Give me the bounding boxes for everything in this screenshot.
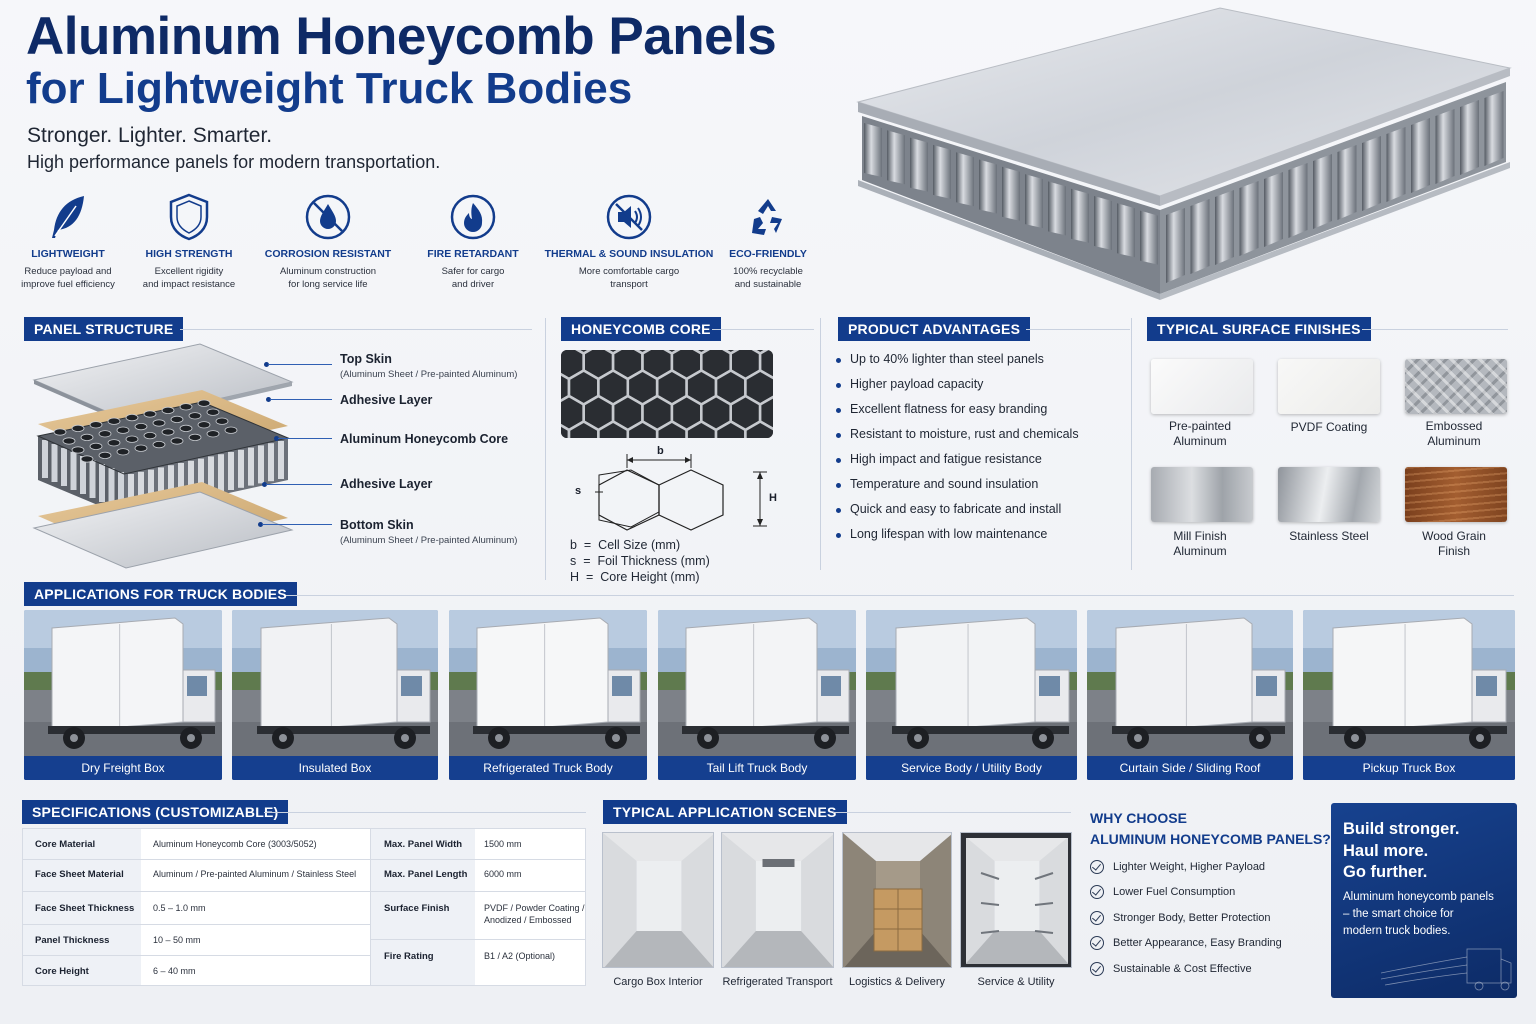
feature-eco-friendly: ECO-FRIENDLY 100% recyclable and sustain… — [698, 192, 838, 291]
list-item: High impact and fatigue resistance — [836, 452, 1079, 477]
panel-structure-heading: PANEL STRUCTURE — [24, 317, 184, 341]
scene-caption: Service & Utility — [977, 976, 1055, 988]
check-circle-icon — [1090, 961, 1104, 976]
surface-finishes-heading: TYPICAL SURFACE FINISHES — [1147, 317, 1371, 341]
scene-photo — [721, 832, 834, 968]
application-caption: Curtain Side / Sliding Roof — [1087, 756, 1293, 780]
layer-bottom-skin: Bottom Skin — [340, 518, 414, 532]
list-item: Higher payload capacity — [836, 377, 1079, 402]
application-caption: Dry Freight Box — [24, 756, 222, 780]
specifications-table: Core Material Aluminum Honeycomb Core (3… — [22, 828, 586, 986]
feather-icon — [43, 192, 93, 242]
scene-photo — [842, 832, 952, 968]
application-card: Refrigerated Truck Body — [449, 610, 647, 780]
application-card: Tail Lift Truck Body — [658, 610, 856, 780]
dimension-legend: b = Cell Size (mm) s = Foil Thickness (m… — [570, 538, 710, 584]
application-card: Pickup Truck Box — [1303, 610, 1515, 780]
list-item: Lower Fuel Consumption — [1090, 880, 1282, 906]
swatch-stainless-steel — [1278, 467, 1380, 522]
truck-outline-icon — [1381, 948, 1512, 991]
application-caption: Service Body / Utility Body — [866, 756, 1077, 780]
product-advantages-heading: PRODUCT ADVANTAGES — [838, 317, 1031, 341]
swatch-pre-painted — [1151, 359, 1253, 414]
applications-heading: APPLICATIONS FOR TRUCK BODIES — [24, 582, 297, 606]
tagline: Stronger. Lighter. Smarter. — [27, 124, 273, 147]
application-card: Service Body / Utility Body — [866, 610, 1077, 780]
speaker-mute-icon — [604, 192, 654, 242]
truck-photo — [1303, 610, 1515, 780]
why-choose-heading-2: ALUMINUM HONEYCOMB PANELS? — [1090, 831, 1331, 847]
list-item: Lighter Weight, Higher Payload — [1090, 854, 1282, 880]
feature-thermal-sound: THERMAL & SOUND INSULATION More comforta… — [543, 192, 715, 291]
scene-caption: Refrigerated Transport — [722, 976, 833, 988]
truck-photo — [658, 610, 856, 780]
truck-photo — [24, 610, 222, 780]
truck-photo — [232, 610, 438, 780]
application-card: Curtain Side / Sliding Roof — [1087, 610, 1293, 780]
why-choose-heading: WHY CHOOSE — [1090, 810, 1187, 826]
page-title: Aluminum Honeycomb Panels — [26, 7, 777, 66]
cta-box: Build stronger.Haul more.Go further. Alu… — [1331, 803, 1517, 998]
list-item: Resistant to moisture, rust and chemical… — [836, 427, 1079, 452]
application-caption: Pickup Truck Box — [1303, 756, 1515, 780]
advantages-list: Up to 40% lighter than steel panels High… — [836, 352, 1079, 552]
application-caption: Tail Lift Truck Body — [658, 756, 856, 780]
application-scenes-heading: TYPICAL APPLICATION SCENES — [603, 800, 847, 824]
swatch-pvdf — [1278, 359, 1380, 414]
honeycomb-core-photo — [561, 350, 773, 438]
scene-photo — [602, 832, 714, 968]
truck-photo — [866, 610, 1077, 780]
feature-corrosion-resistant: CORROSION RESISTANT Aluminum constructio… — [258, 192, 398, 291]
list-item: Sustainable & Cost Effective — [1090, 956, 1282, 982]
list-item: Stronger Body, Better Protection — [1090, 905, 1282, 931]
honeycomb-core-heading: HONEYCOMB CORE — [561, 317, 721, 341]
no-drop-icon — [303, 192, 353, 242]
application-caption: Insulated Box — [232, 756, 438, 780]
application-caption: Refrigerated Truck Body — [449, 756, 647, 780]
list-item: Up to 40% lighter than steel panels — [836, 352, 1079, 377]
scene-caption: Logistics & Delivery — [849, 976, 945, 988]
panel-layers-illustration — [30, 340, 300, 570]
specifications-heading: SPECIFICATIONS (CUSTOMIZABLE) — [22, 800, 289, 824]
layer-top-skin: Top Skin — [340, 352, 392, 366]
subtitle: High performance panels for modern trans… — [27, 152, 441, 172]
check-circle-icon — [1090, 859, 1104, 874]
list-item: Long lifespan with low maintenance — [836, 527, 1079, 552]
flame-icon — [448, 192, 498, 242]
layer-adhesive-top: Adhesive Layer — [340, 393, 433, 407]
scene-photo — [960, 832, 1072, 968]
truck-photo — [449, 610, 647, 780]
list-item: Temperature and sound insulation — [836, 477, 1079, 502]
application-card: Insulated Box — [232, 610, 438, 780]
check-circle-icon — [1090, 885, 1104, 900]
check-circle-icon — [1090, 910, 1104, 925]
hero-panel-illustration — [850, 4, 1530, 304]
truck-photo — [1087, 610, 1293, 780]
swatch-wood-grain — [1405, 467, 1507, 522]
recycle-icon — [743, 192, 793, 242]
why-choose-list: Lighter Weight, Higher Payload Lower Fue… — [1090, 854, 1282, 982]
feature-fire-retardant: FIRE RETARDANT Safer for cargo and drive… — [403, 192, 543, 291]
check-circle-icon — [1090, 936, 1104, 951]
shield-icon — [164, 192, 214, 242]
page-title-line2: for Lightweight Truck Bodies — [26, 64, 633, 113]
swatch-mill-finish — [1151, 467, 1253, 522]
scene-caption: Cargo Box Interior — [613, 976, 703, 988]
list-item: Excellent flatness for easy branding — [836, 402, 1079, 427]
cell-dimension-diagram — [565, 440, 785, 535]
swatch-embossed — [1405, 359, 1507, 414]
layer-honeycomb-core: Aluminum Honeycomb Core — [340, 432, 509, 446]
feature-high-strength: HIGH STRENGTH Excellent rigidity and imp… — [119, 192, 259, 291]
feature-lightweight: LIGHTWEIGHT Reduce payload and improve f… — [0, 192, 138, 291]
application-card: Dry Freight Box — [24, 610, 222, 780]
list-item: Quick and easy to fabricate and install — [836, 502, 1079, 527]
layer-adhesive-bottom: Adhesive Layer — [340, 477, 433, 491]
list-item: Better Appearance, Easy Branding — [1090, 931, 1282, 957]
